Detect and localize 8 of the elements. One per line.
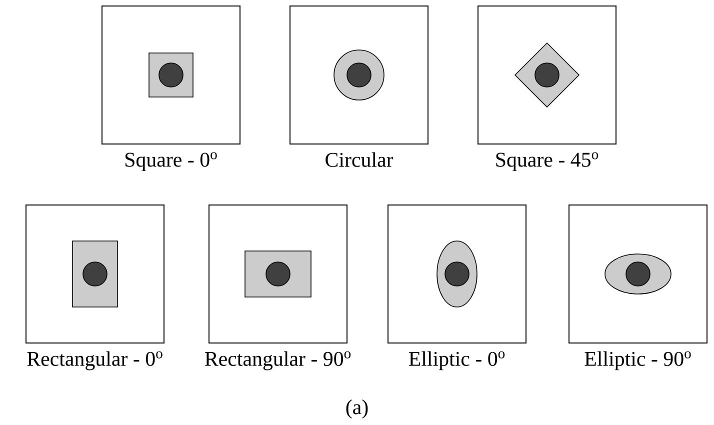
panel-caption: Square - 45$^{o}$ <box>496 152 598 172</box>
panel-caption: Rectangular - 0$^{o}$ <box>27 351 162 370</box>
panel-caption: Elliptic - 90$^{o}$ <box>584 351 691 370</box>
panel-caption: Rectangular - 90$^{o}$ <box>205 351 351 370</box>
figure-caption: (a) <box>346 400 368 418</box>
panel-caption: Square - 0$^{o}$ <box>126 152 217 172</box>
panel-caption: Circular <box>326 152 394 167</box>
panel-caption: Elliptic - 0$^{o}$ <box>408 351 505 370</box>
